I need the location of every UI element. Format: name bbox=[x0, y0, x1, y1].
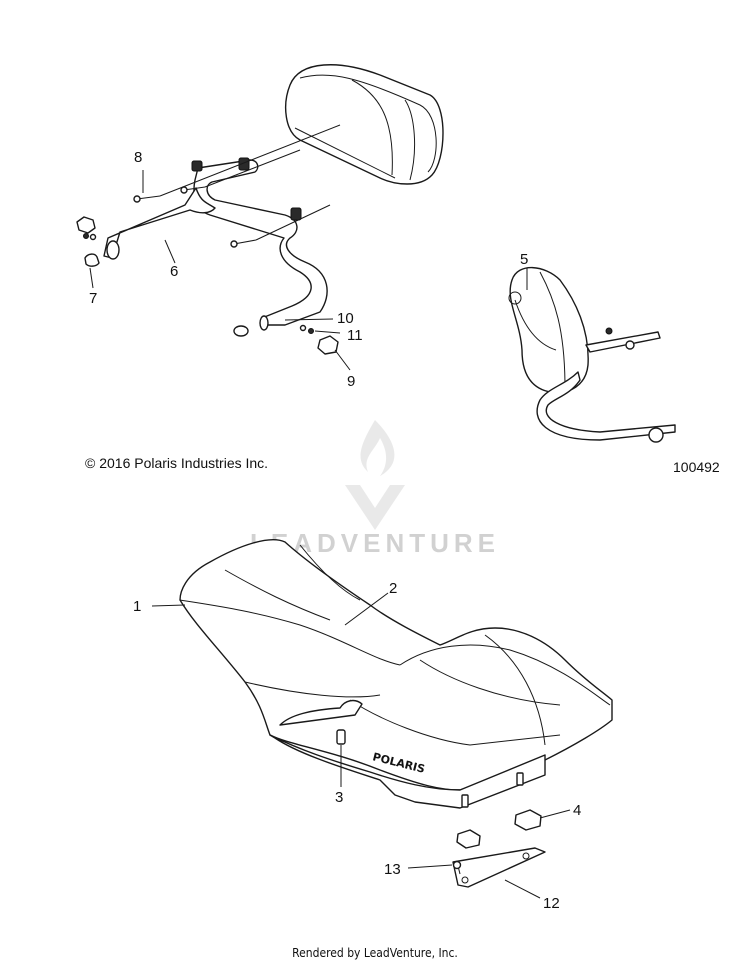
left-knob-assembly bbox=[76, 216, 100, 267]
callout-11: 11 bbox=[347, 327, 363, 344]
mounting-bolts bbox=[133, 124, 341, 248]
callout-10: 10 bbox=[337, 310, 354, 327]
rendered-by-footer: Rendered by LeadVenture, Inc. bbox=[292, 946, 458, 960]
figure-id: 100492 bbox=[673, 459, 720, 475]
callout-13: 13 bbox=[384, 861, 401, 878]
callout-12: 12 bbox=[543, 895, 560, 912]
backrest-pad bbox=[285, 64, 444, 185]
callout-5: 5 bbox=[520, 251, 528, 268]
leader-lines bbox=[89, 170, 571, 899]
backrest-installed-view bbox=[508, 266, 676, 443]
callout-6: 6 bbox=[170, 263, 178, 280]
callout-8: 8 bbox=[134, 149, 142, 166]
callout-1: 1 bbox=[133, 598, 141, 615]
right-knob-assembly bbox=[233, 324, 339, 355]
seat-latch-parts bbox=[452, 809, 546, 888]
callout-4: 4 bbox=[573, 802, 581, 819]
seat-assembly bbox=[179, 539, 613, 809]
callout-3: 3 bbox=[335, 789, 343, 806]
backrest-bracket-tube bbox=[103, 159, 328, 331]
callout-9: 9 bbox=[347, 373, 355, 390]
leadventure-watermark-logo bbox=[345, 420, 405, 530]
backrest-dark-blocks bbox=[191, 157, 302, 221]
copyright-notice: © 2016 Polaris Industries Inc. bbox=[85, 455, 269, 471]
callout-2: 2 bbox=[389, 580, 397, 597]
callout-7: 7 bbox=[89, 290, 97, 307]
